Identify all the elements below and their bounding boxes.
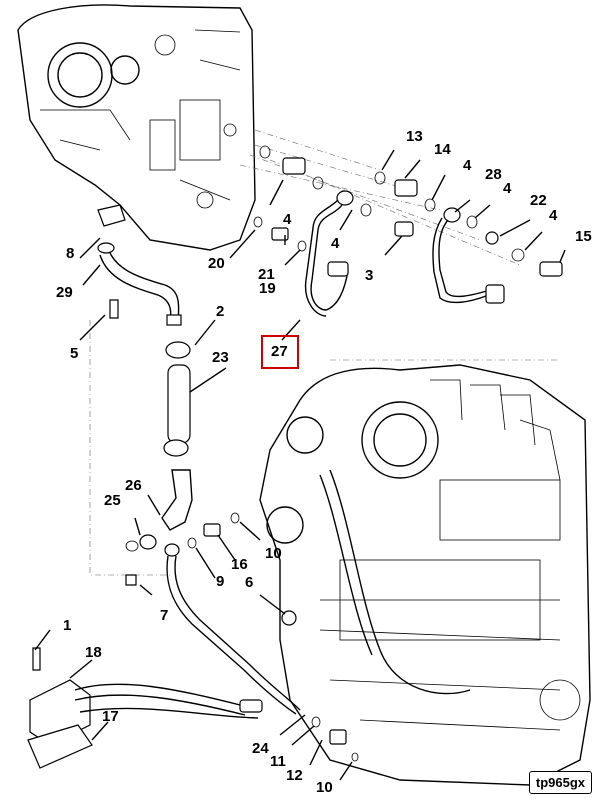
bolts bbox=[32, 299, 137, 671]
callout-1[interactable]: 1 bbox=[63, 617, 72, 634]
callout-6[interactable]: 6 bbox=[245, 574, 254, 591]
lower-engine-block bbox=[259, 364, 591, 786]
callout-14[interactable]: 14 bbox=[434, 141, 451, 158]
callout-4-c[interactable]: 4 bbox=[463, 157, 472, 174]
lower-left-assembly bbox=[27, 679, 263, 769]
callout-11[interactable]: 11 bbox=[270, 753, 286, 770]
callout-24[interactable]: 24 bbox=[252, 740, 269, 757]
callout-13[interactable]: 13 bbox=[406, 128, 423, 145]
callout-25[interactable]: 25 bbox=[104, 492, 121, 509]
callout-19[interactable]: 19 bbox=[259, 280, 276, 297]
callout-16[interactable]: 16 bbox=[231, 556, 248, 573]
callout-22[interactable]: 22 bbox=[530, 192, 547, 209]
callout-18[interactable]: 18 bbox=[85, 644, 102, 661]
callout-26[interactable]: 26 bbox=[125, 477, 142, 494]
callout-17[interactable]: 17 bbox=[102, 708, 119, 725]
callout-4-a[interactable]: 4 bbox=[283, 211, 292, 228]
part-tube-29 bbox=[97, 204, 182, 326]
callout-4-d[interactable]: 4 bbox=[503, 180, 512, 197]
hose-assembly bbox=[125, 341, 193, 552]
callout-4-e[interactable]: 4 bbox=[549, 207, 558, 224]
callout-23[interactable]: 23 bbox=[212, 349, 229, 366]
callout-10-a[interactable]: 10 bbox=[265, 545, 282, 562]
figure-id-label: tp965gx bbox=[528, 771, 592, 794]
callout-8[interactable]: 8 bbox=[66, 245, 75, 262]
callout-7[interactable]: 7 bbox=[160, 607, 169, 624]
callout-5[interactable]: 5 bbox=[70, 345, 79, 362]
pipe-and-fittings-group bbox=[253, 145, 563, 317]
callout-29[interactable]: 29 bbox=[56, 284, 73, 301]
callout-9[interactable]: 9 bbox=[216, 573, 225, 590]
callout-15[interactable]: 15 bbox=[575, 228, 592, 245]
callout-28[interactable]: 28 bbox=[485, 166, 502, 183]
lower-pipe-group bbox=[164, 512, 359, 762]
callout-2[interactable]: 2 bbox=[216, 303, 225, 320]
callout-27[interactable]: 27 bbox=[271, 343, 288, 360]
callout-10-b[interactable]: 10 bbox=[316, 779, 333, 796]
highlighted-callout-box: 27 bbox=[261, 335, 299, 369]
callout-3[interactable]: 3 bbox=[365, 267, 374, 284]
upper-engine-block bbox=[17, 4, 256, 251]
callout-12[interactable]: 12 bbox=[286, 767, 303, 784]
callout-4-b[interactable]: 4 bbox=[331, 235, 340, 252]
leader-arrows bbox=[34, 149, 566, 781]
callout-21[interactable]: 21 bbox=[258, 266, 275, 283]
callout-20[interactable]: 20 bbox=[208, 255, 225, 272]
